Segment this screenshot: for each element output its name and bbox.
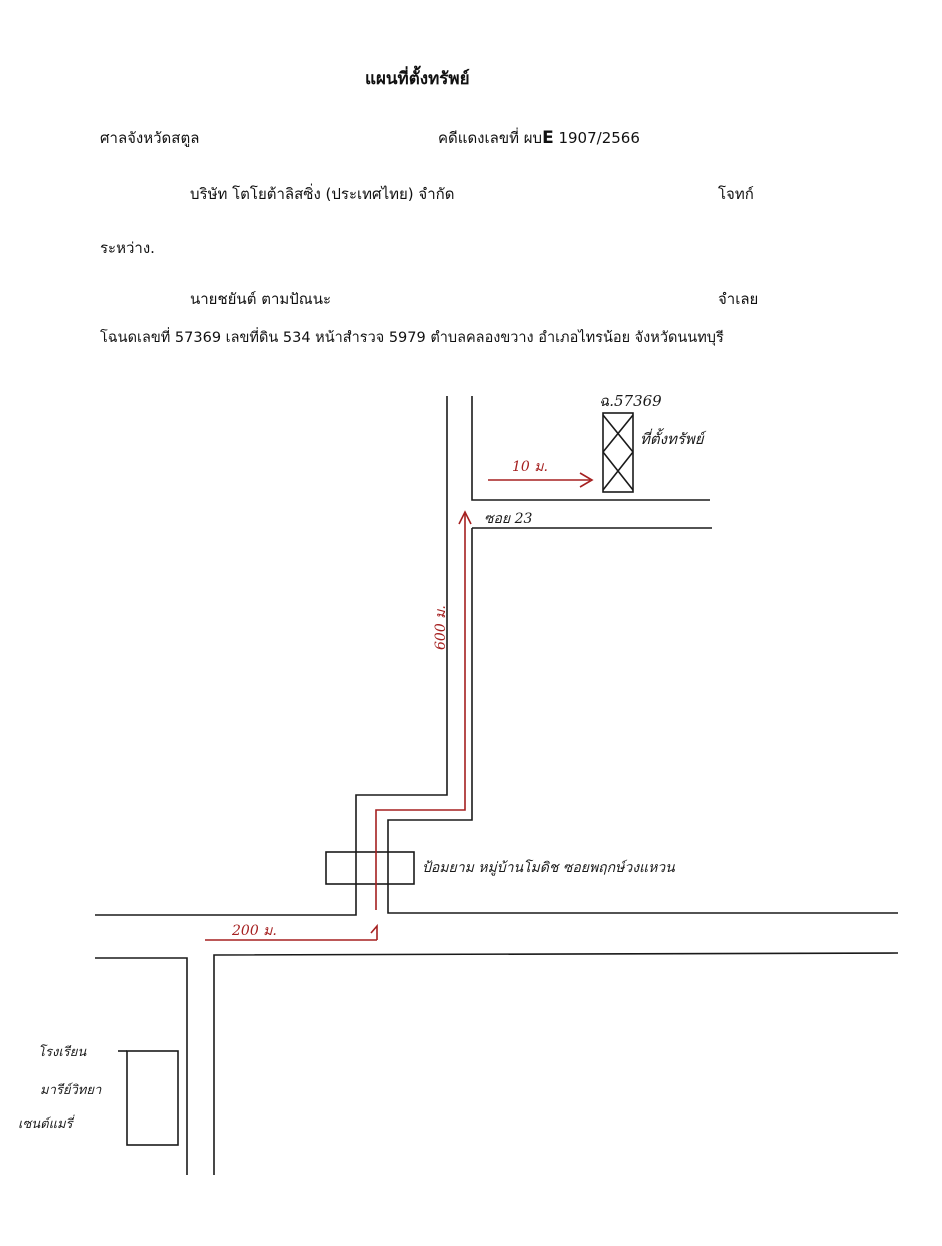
- deed-details: โฉนดเลขที่ 57369 เลขที่ดิน 534 หน้าสำรวจ…: [100, 330, 724, 346]
- road-edge-left: [95, 396, 448, 916]
- defendant-role: จำเลย: [718, 290, 759, 308]
- plaintiff-name: บริษัท โตโยต้าลิสซิ่ง (ประเทศไทย) จำกัด: [190, 185, 455, 203]
- court-name: ศาลจังหวัดสตูล: [100, 129, 200, 147]
- plaintiff-role: โจทก์: [718, 185, 754, 203]
- road-edge-top-branch: [471, 396, 710, 501]
- guard-post-box: [325, 851, 415, 885]
- property-plot: [602, 412, 634, 493]
- school-label-line2: มารีย์วิทยา: [40, 1083, 102, 1098]
- route-arrows: [205, 472, 594, 941]
- property-hatch: [602, 414, 634, 491]
- property-label: ที่ตั้งทรัพย์: [640, 430, 704, 448]
- deed-number-label: ฉ.57369: [599, 392, 662, 410]
- school-building: [126, 1050, 179, 1146]
- route-arrowhead-soi: [458, 510, 472, 525]
- page-title: แผนที่ตั้งทรัพย์: [365, 69, 470, 89]
- case-number-line: คดีแดงเลขที่ ผบE 1907/2566: [438, 129, 640, 147]
- soi-label: ซอย 23: [484, 511, 533, 527]
- landmark-label: ป้อมยาม หมู่บ้านโมดิช ซอยพฤกษ์วงแหวน: [422, 860, 675, 876]
- distance-soi-label: 600 ม.: [433, 605, 449, 650]
- route-arrowhead-property: [579, 472, 594, 488]
- school-label-line1: โรงเรียน: [38, 1045, 87, 1060]
- distance-property-label: 10 ม.: [512, 459, 548, 475]
- main-road-lower-left: [95, 957, 188, 1175]
- distance-main-label: 200 ม.: [232, 923, 277, 939]
- road-lines: [95, 396, 899, 1175]
- road-edge-right: [387, 528, 898, 914]
- defendant-name: นายชยันต์ ตามปัณนะ: [190, 290, 331, 308]
- main-road-lower-right: [213, 952, 899, 1175]
- school-label-line3: เซนต์แมรี่: [18, 1117, 73, 1132]
- route-arrowhead-main: [370, 923, 378, 940]
- route-line-soi: [375, 514, 466, 910]
- case-letter: E: [542, 128, 554, 148]
- between-label: ระหว่าง.: [100, 239, 155, 257]
- case-label: คดีแดงเลขที่ ผบ: [438, 129, 543, 147]
- case-number: 1907/2566: [558, 129, 640, 147]
